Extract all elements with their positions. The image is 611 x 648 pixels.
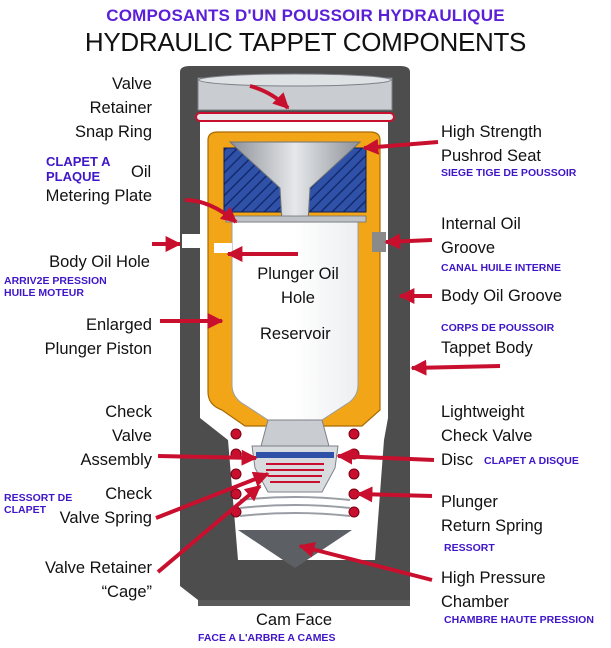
label-body-oil-hole: Body Oil Hole xyxy=(49,253,150,271)
arrow-valve-retainer-cage xyxy=(156,484,262,574)
label-valve-retainer-snap-ring: Valve Retainer Snap Ring xyxy=(74,75,152,141)
label-oil: Oil xyxy=(131,163,152,181)
arrow-snap-ring xyxy=(249,84,290,110)
label-body-oil-groove: Body Oil Groove xyxy=(441,287,563,305)
fr-chambre-haute-pression: CHAMBRE HAUTE PRESSION xyxy=(444,614,594,626)
fr-clapet-a-plaque: CLAPET A PLAQUE xyxy=(46,154,111,184)
label-reservoir: Reservoir xyxy=(260,325,331,343)
arrow-plunger-return-spring xyxy=(356,486,433,503)
fr-siege-tige: SIEGE TIGE DE POUSSOIR xyxy=(441,167,577,179)
label-plunger-return-spring: Plunger Return Spring xyxy=(441,493,543,535)
arrow-high-pressure-chamber xyxy=(298,541,433,582)
arrow-tappet-body xyxy=(410,359,501,376)
reservoir xyxy=(231,221,359,421)
fr-ressort-clapet: RESSORT DE CLAPET xyxy=(4,492,73,516)
fr-canal-huile: CANAL HUILE INTERNE xyxy=(441,262,561,274)
arrow-check-valve-spring xyxy=(155,471,270,520)
arrow-check-valve-disc xyxy=(336,448,435,465)
arrow-oil-metering xyxy=(184,198,238,224)
label-tappet-body: Tappet Body xyxy=(441,339,533,357)
plunger-oil-hole xyxy=(214,243,232,253)
label-enlarged-plunger-piston: Enlarged Plunger Piston xyxy=(44,316,152,358)
label-metering-plate: Metering Plate xyxy=(45,187,152,205)
label-internal-oil-groove: Internal Oil Groove xyxy=(441,215,521,257)
arrow-internal-oil-groove xyxy=(384,233,433,250)
label-high-pressure-chamber: High Pressure Chamber xyxy=(441,569,546,611)
label-high-strength-pushrod-seat: High Strength Pushrod Seat xyxy=(441,123,542,165)
fr-clapet-disque: CLAPET A DISQUE xyxy=(484,455,579,467)
fr-face-arbre: FACE A L'ARBRE A CAMES xyxy=(198,632,336,644)
label-lightweight-check-valve-disc: Lightweight Check Valve Disc xyxy=(441,403,533,469)
label-check-valve-assembly: Check Valve Assembly xyxy=(80,403,152,469)
internal-oil-groove xyxy=(372,232,386,252)
fr-corps-poussoir: CORPS DE POUSSOIR xyxy=(441,322,555,334)
body-oil-hole xyxy=(182,234,204,248)
arrow-pushrod-seat xyxy=(362,138,439,155)
title-english: HYDRAULIC TAPPET COMPONENTS xyxy=(84,27,527,57)
label-check-valve-spring: Check Valve Spring xyxy=(59,485,152,527)
title-french: COMPOSANTS D'UN POUSSOIR HYDRAULIQUE xyxy=(106,6,505,25)
fr-ressort: RESSORT xyxy=(444,542,495,554)
cam-face xyxy=(238,530,352,568)
label-valve-retainer-cage: Valve Retainer “Cage” xyxy=(44,559,152,601)
metering-plate xyxy=(225,215,367,223)
label-cam-face: Cam Face xyxy=(256,611,333,629)
arrow-check-valve-assembly xyxy=(157,449,258,466)
fr-arrivee-pression: ARRIV2E PRESSION HUILE MOTEUR xyxy=(4,275,107,299)
label-plunger-oil-hole: Plunger Oil Hole xyxy=(257,265,339,307)
snap-ring xyxy=(195,112,395,122)
check-valve-spring xyxy=(266,463,324,483)
check-valve-disc xyxy=(256,452,334,458)
